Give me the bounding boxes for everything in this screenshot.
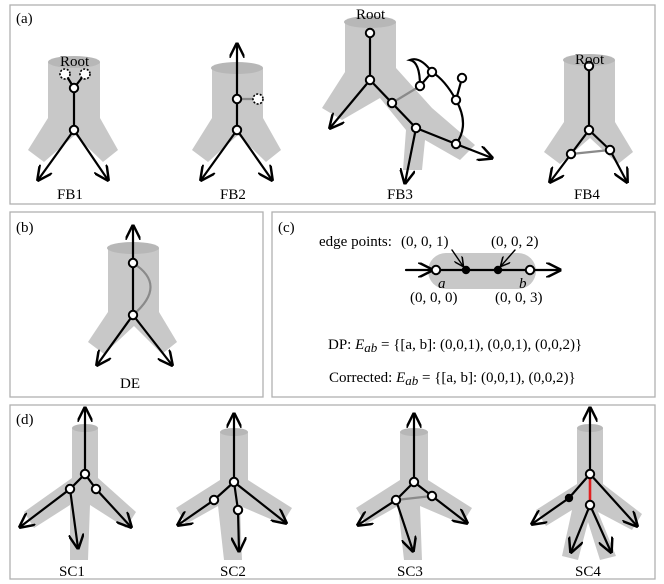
de-caption: DE (120, 376, 140, 392)
fb2-caption: FB2 (220, 187, 246, 203)
panel-a: (a) Root FB1 FB2 (9, 4, 656, 205)
fb1-diagram: Root FB1 (28, 54, 118, 203)
fb4-root-label: Root (575, 52, 605, 68)
corrected-formula: Corrected: Eab = {[a, b]: (0,0,1), (0,0,… (329, 370, 576, 388)
node-a-label: a (438, 276, 446, 292)
fb1-caption: FB1 (57, 187, 83, 203)
panel-a-border (9, 4, 656, 205)
coord-bottom-2: (0, 0, 3) (495, 290, 543, 306)
node-b-label: b (519, 276, 527, 292)
edge-points-label: edge points: (319, 234, 392, 250)
panel-c: (c) edge points: (0, 0, 1) (0, 0, 2) a b… (271, 211, 656, 398)
sc1-diagram: SC1 (20, 408, 136, 580)
fb2-diagram: FB2 (192, 44, 281, 203)
sc4-diagram: SC4 (532, 408, 642, 580)
fb3-diagram: Root FB3 (322, 7, 492, 203)
coord-bottom-1: (0, 0, 0) (410, 290, 458, 306)
panel-b-border (9, 211, 264, 398)
sc4-caption: SC4 (575, 564, 601, 580)
sc3-diagram: SC3 (356, 414, 472, 580)
panel-c-tag: (c) (278, 220, 295, 236)
panel-d-tag: (d) (16, 412, 34, 428)
panel-b-tag: (b) (16, 220, 34, 236)
fb4-caption: FB4 (574, 187, 600, 203)
panel-c-border (271, 211, 656, 398)
sc1-caption: SC1 (59, 564, 85, 580)
coord-top-1: (0, 0, 1) (401, 234, 449, 250)
panel-d-border (9, 404, 656, 580)
dp-formula: DP: Eab = {[a, b]: (0,0,1), (0,0,1), (0,… (328, 337, 582, 355)
panel-b: (b) DE (9, 211, 264, 398)
panel-d: (d) SC1 SC2 (9, 404, 656, 580)
panel-a-tag: (a) (16, 11, 33, 27)
fb3-caption: FB3 (387, 187, 413, 203)
fb3-root-label: Root (356, 7, 386, 23)
fb1-root-label: Root (60, 54, 90, 70)
sc2-diagram: SC2 (176, 414, 292, 580)
sc2-caption: SC2 (220, 564, 246, 580)
de-diagram (88, 226, 177, 365)
edge-segment-diagram: a b (404, 249, 560, 292)
fb4-diagram: Root FB4 (544, 52, 633, 203)
sc3-caption: SC3 (397, 564, 423, 580)
coord-top-2: (0, 0, 2) (491, 234, 539, 250)
